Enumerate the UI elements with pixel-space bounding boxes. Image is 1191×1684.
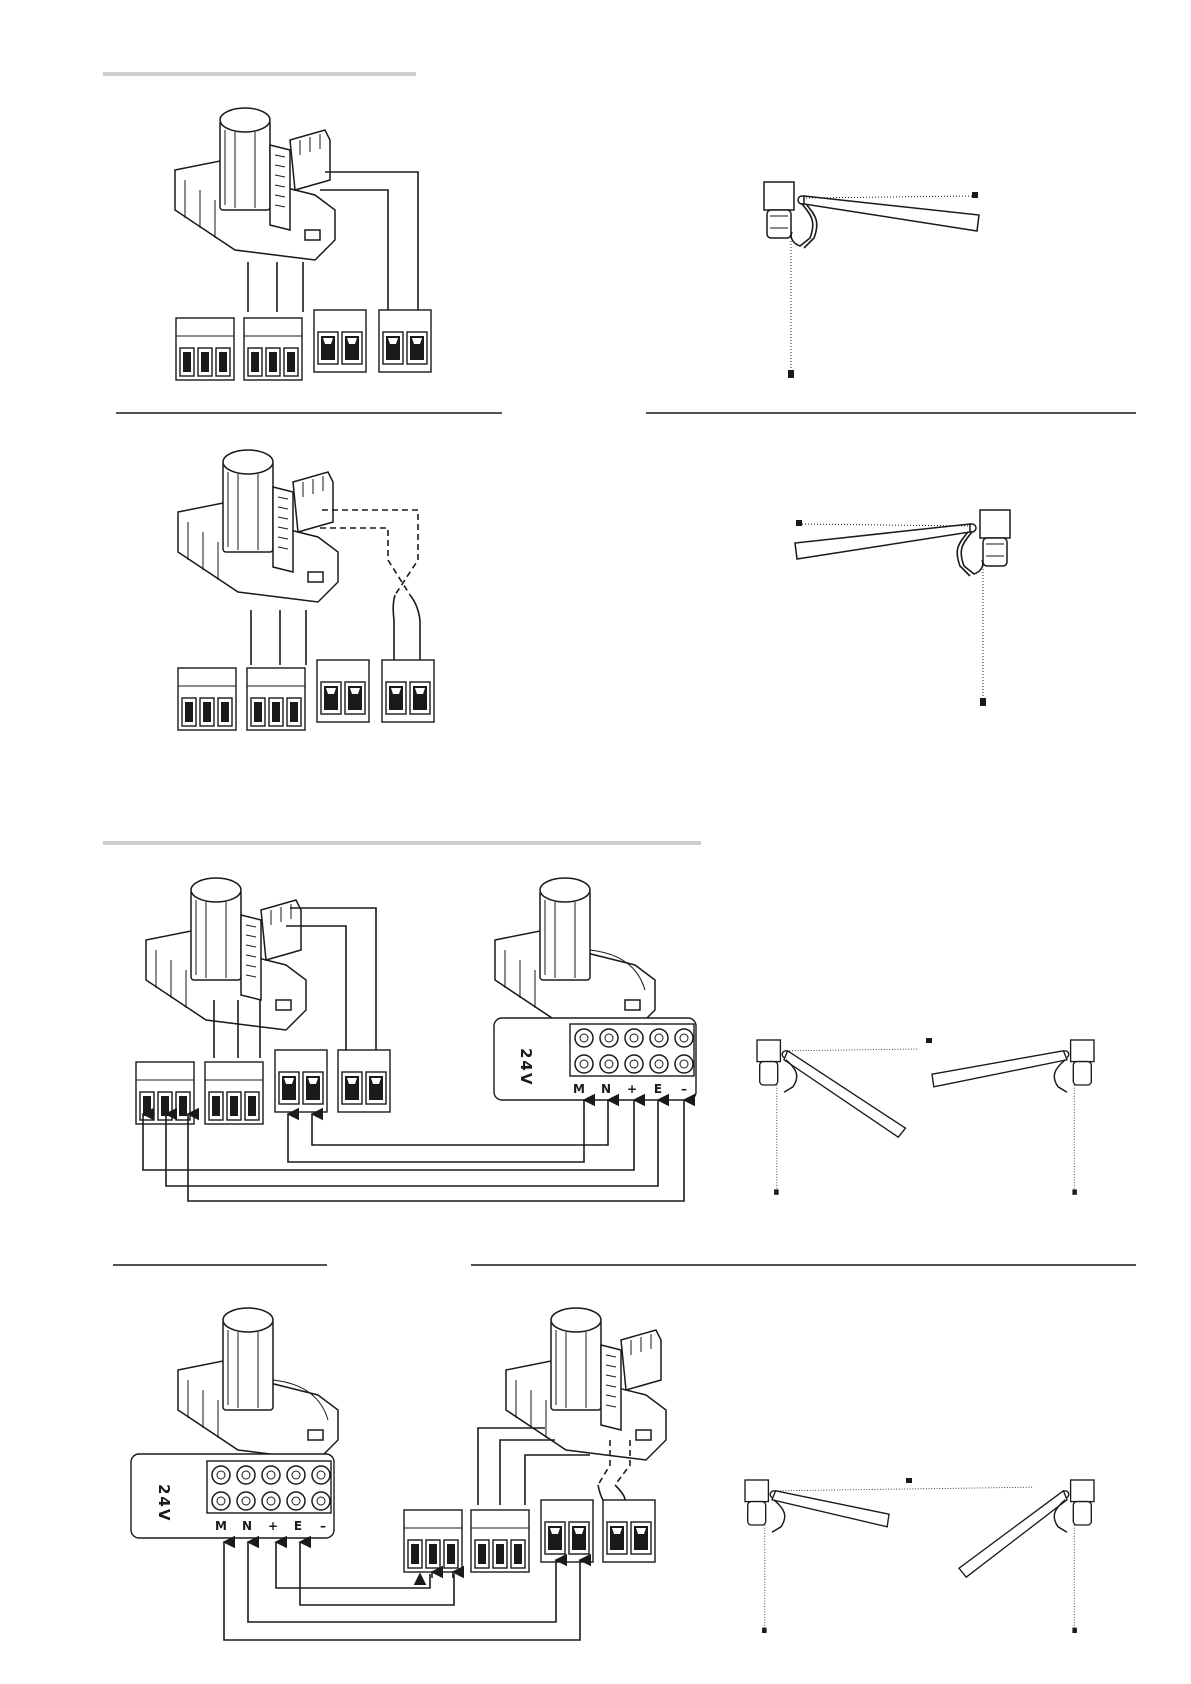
barrier-2-illustration xyxy=(795,510,1010,706)
terminal-n-b: N xyxy=(242,1519,252,1533)
barrier-4-illustration xyxy=(745,1478,1094,1633)
board-voltage-a: 24V xyxy=(517,1048,535,1086)
barrier-1-illustration xyxy=(764,182,979,378)
diagram-1-wiring xyxy=(175,108,431,380)
control-board-24v-b: 24V M N + E – xyxy=(131,1454,334,1538)
terminal-e-a: E xyxy=(654,1082,662,1096)
terminal-n-a: N xyxy=(601,1082,611,1096)
terminal-e-b: E xyxy=(294,1519,302,1533)
diagram-2-wiring xyxy=(178,450,434,730)
barrier-3-illustration xyxy=(757,1038,1094,1195)
diagram-3-wiring: 24V M N + E – xyxy=(136,878,696,1201)
board-voltage-b: 24V xyxy=(155,1484,173,1522)
terminal-minus-b: – xyxy=(320,1519,326,1533)
diagram-4-wiring: 24V M N + E – xyxy=(131,1308,666,1640)
control-board-24v-a: 24V M N + E – xyxy=(494,1018,696,1100)
terminal-plus-a: + xyxy=(627,1082,637,1096)
terminal-m-b: M xyxy=(215,1519,227,1533)
terminal-plus-b: + xyxy=(268,1519,278,1533)
terminal-m-a: M xyxy=(573,1082,585,1096)
terminal-minus-a: – xyxy=(681,1082,687,1096)
